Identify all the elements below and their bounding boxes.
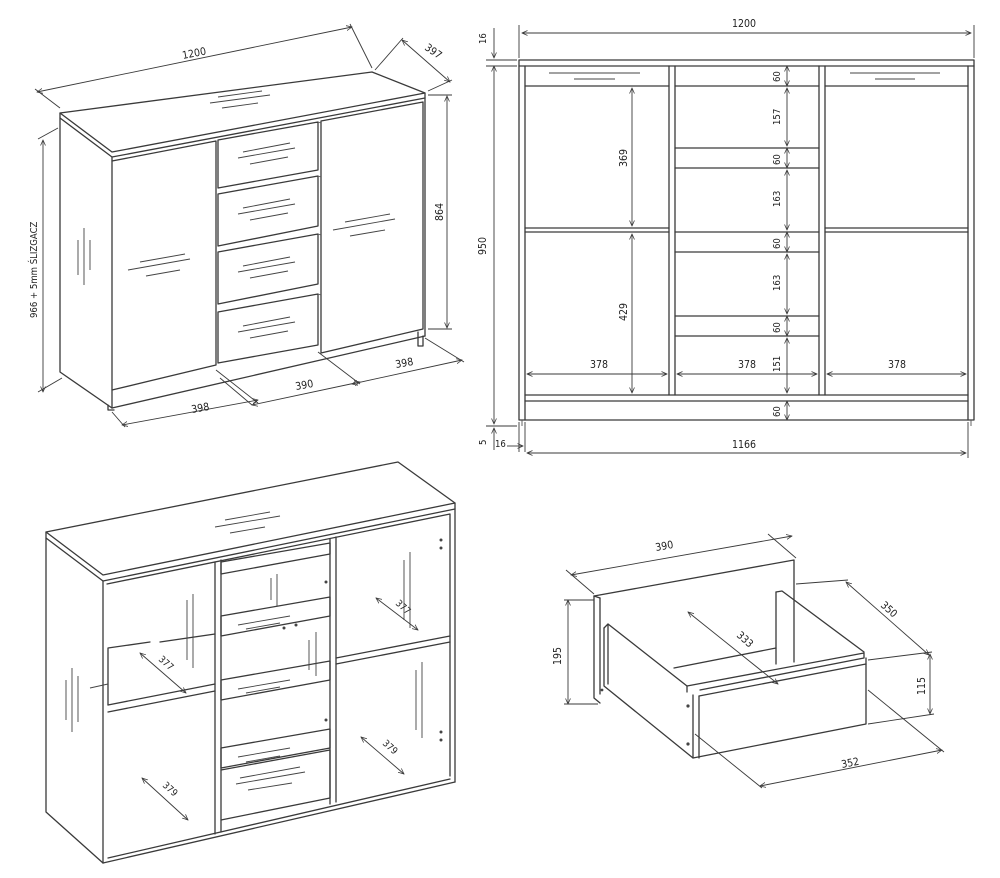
front-col-3-label: 378	[888, 359, 906, 371]
front-bottom-gap-label: 5	[478, 440, 489, 445]
drawer-front-width-label: 390	[654, 539, 674, 554]
front-inner-width-label: 1166	[732, 439, 756, 451]
front-top-offset-label: 16	[478, 33, 489, 44]
iso-total-height-label: 966 + 5mm ŚLIZGACZ	[28, 221, 40, 318]
open-depth-top-left-label: 377	[156, 654, 175, 673]
front-stack-6-label: 163	[772, 275, 783, 291]
iso-height-label: 864	[434, 203, 446, 221]
iso-closed-view: 1200 397 864 966 + 5mm ŚLIZGACZ 398 390 …	[28, 23, 465, 428]
drawer-inner-depth-label: 333	[734, 629, 755, 650]
front-col-1-label: 378	[590, 359, 608, 371]
open-depth-bottom-right-label: 379	[380, 738, 399, 757]
front-lower-compartment-label: 429	[618, 303, 630, 321]
front-stack-9-label: 60	[772, 406, 783, 417]
drawer-box-width-label: 352	[840, 756, 860, 771]
iso-right-door-label: 398	[394, 356, 414, 371]
front-elevation-view: 1200 16 950 5 16 1166 369 429 378 378 37	[477, 18, 975, 458]
front-stack-2-label: 157	[772, 109, 783, 125]
front-stack-3-label: 60	[772, 154, 783, 165]
front-stack-5-label: 60	[772, 238, 783, 249]
drawer-depth-label: 350	[878, 599, 899, 620]
drawer-detail-view: 390 350 195 333 115 352	[552, 533, 945, 789]
open-depth-bottom-left-label: 379	[160, 780, 179, 799]
front-height-label: 950	[477, 237, 489, 255]
iso-open-view: 377 377 379 379	[45, 461, 456, 864]
drawer-box-height-label: 115	[916, 677, 928, 695]
front-stack-8-label: 151	[772, 356, 783, 372]
front-stack-1-label: 60	[772, 71, 783, 82]
front-width-label: 1200	[732, 18, 756, 30]
front-stack-4-label: 163	[772, 191, 783, 207]
iso-width-label: 1200	[181, 46, 207, 62]
front-stack-7-label: 60	[772, 322, 783, 333]
iso-middle-label: 390	[294, 378, 314, 393]
front-bottom-offset-label: 16	[495, 439, 506, 450]
front-col-2-label: 378	[738, 359, 756, 371]
front-upper-compartment-label: 369	[618, 149, 630, 167]
iso-left-door-label: 398	[190, 401, 210, 416]
iso-depth-label: 397	[422, 42, 444, 62]
drawer-front-height-label: 195	[552, 647, 564, 665]
